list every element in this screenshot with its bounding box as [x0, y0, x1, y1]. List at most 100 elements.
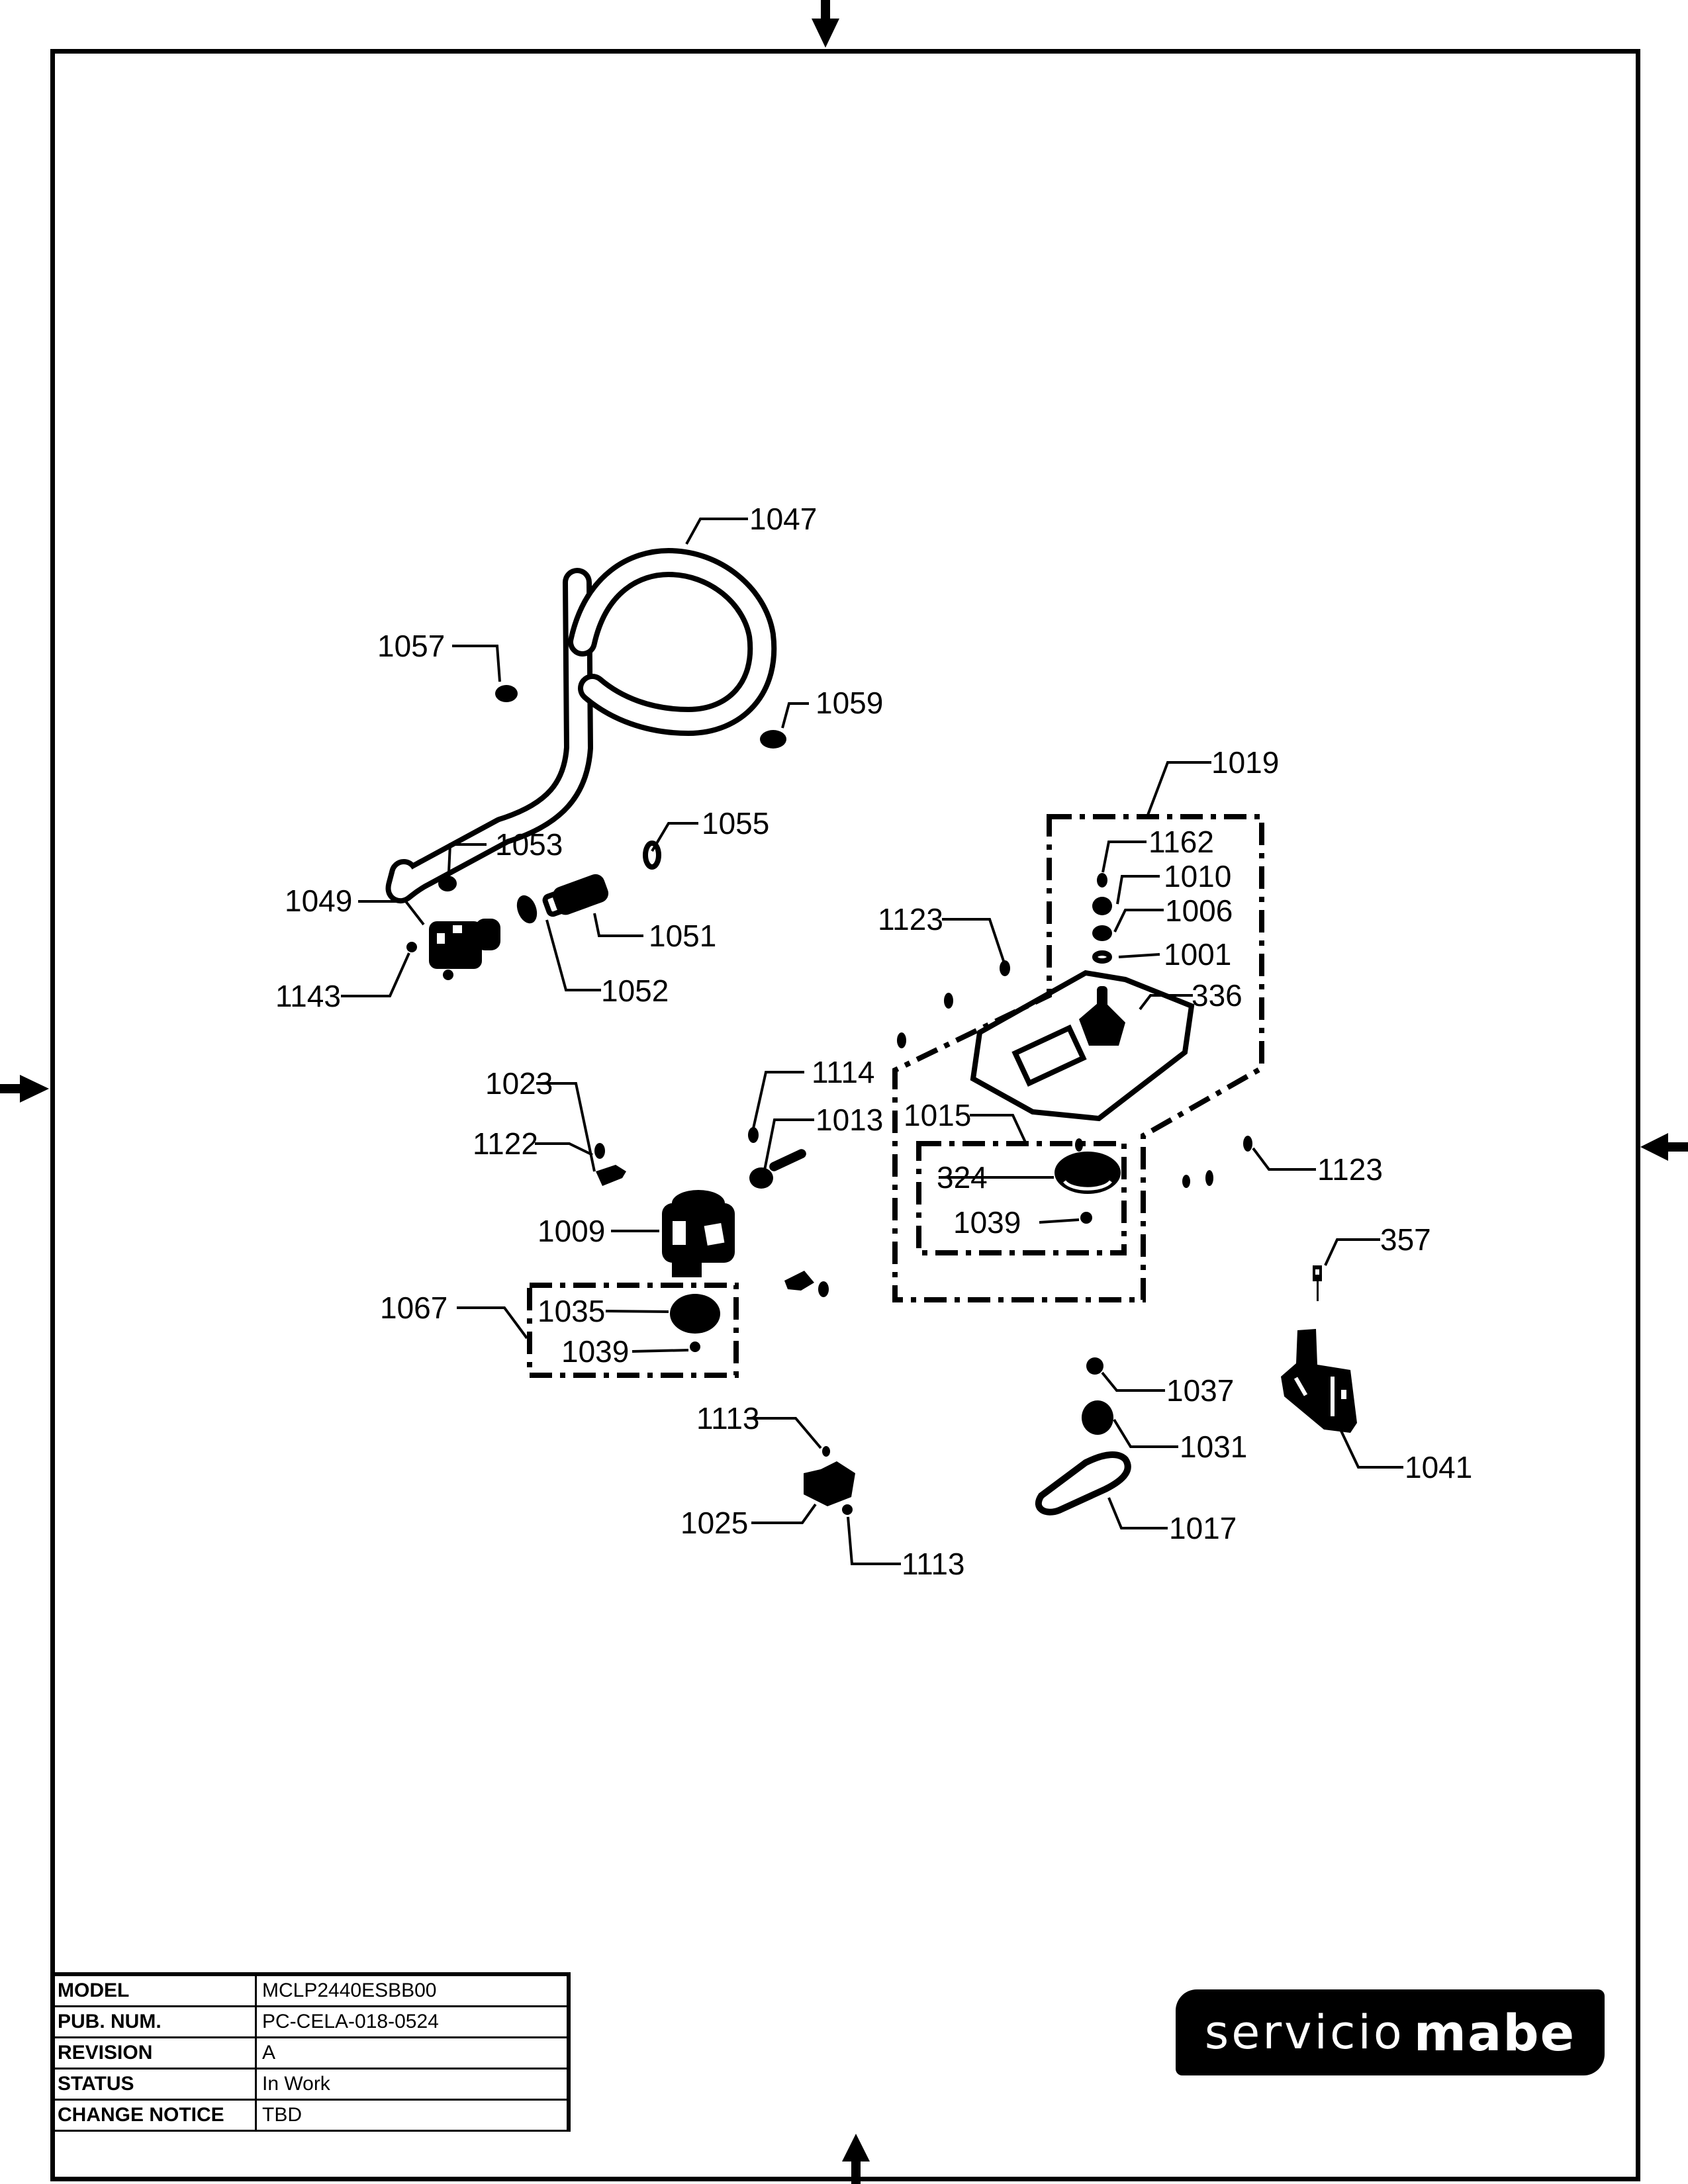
- motor-pulley-part: [670, 1294, 720, 1334]
- registration-mark-top: [812, 0, 839, 48]
- title-block-key: MODEL: [50, 1973, 257, 2007]
- bracket-large-part: [1281, 1329, 1357, 1433]
- callout-1025: 1025: [680, 1506, 748, 1540]
- motor-pulley-kit-box: [527, 1283, 739, 1378]
- nut-part: [1092, 897, 1112, 915]
- callout-1049: 1049: [285, 884, 352, 918]
- drain-hose-part: [385, 548, 777, 903]
- callout-1052: 1052: [601, 974, 669, 1008]
- registration-mark-bottom: [842, 2134, 870, 2184]
- pump-part: [804, 1446, 855, 1515]
- title-block-value: In Work: [255, 2068, 570, 2101]
- callout-1035: 1035: [538, 1294, 605, 1328]
- transmission-part: [970, 970, 1195, 1122]
- nut-part: [1080, 1212, 1092, 1224]
- switch-part: [1313, 1265, 1322, 1301]
- title-block-value: MCLP2440ESBB00: [255, 1973, 570, 2007]
- title-block-key: CHANGE NOTICE: [50, 2099, 257, 2132]
- screw-part: [1000, 960, 1010, 976]
- callout-labels: 1047 1057 1059 1053 1055 1049 1051 1143 …: [275, 502, 1472, 1581]
- callout-1122: 1122: [473, 1126, 538, 1161]
- screw-part: [748, 1127, 759, 1143]
- screw-part: [1205, 1170, 1213, 1186]
- screw-part: [443, 970, 453, 980]
- pulley-kit-box: [916, 1141, 1127, 1255]
- title-block-value: A: [255, 2036, 570, 2070]
- servicio-mabe-logo: servicio mabe: [1176, 1989, 1605, 2075]
- bracket-part: [596, 1165, 626, 1186]
- callout-1041: 1041: [1405, 1450, 1472, 1484]
- screw-part: [1243, 1136, 1252, 1152]
- pulley-part: [1055, 1152, 1121, 1194]
- callout-1019: 1019: [1211, 745, 1279, 780]
- title-block: MODEL MCLP2440ESBB00 PUB. NUM. PC-CELA-0…: [50, 1972, 571, 2132]
- seal-ring-part: [1092, 950, 1112, 964]
- washer-part: [1092, 925, 1112, 941]
- callout-1162: 1162: [1149, 825, 1214, 859]
- screw-part: [944, 993, 953, 1009]
- callout-324: 324: [937, 1160, 988, 1195]
- belt-part: [1035, 1451, 1131, 1516]
- drawing-frame: [50, 49, 1640, 2181]
- title-block-row: CHANGE NOTICE TBD: [50, 2099, 570, 2132]
- callout-1047: 1047: [749, 502, 817, 536]
- callout-1057: 1057: [377, 629, 445, 663]
- screw-part: [818, 1281, 829, 1297]
- title-block-key: REVISION: [50, 2036, 257, 2070]
- clutch-part: [1082, 1400, 1113, 1435]
- title-block-value: PC-CELA-018-0524: [255, 2005, 570, 2038]
- actuator-part: [749, 1149, 806, 1189]
- seal-part: [516, 895, 538, 924]
- motor-part: [662, 1190, 735, 1277]
- callout-1051: 1051: [649, 919, 716, 953]
- callout-1039-upper: 1039: [953, 1205, 1021, 1240]
- callout-1001: 1001: [1164, 937, 1231, 972]
- callout-1123-upper: 1123: [878, 902, 943, 936]
- hose-clip-part: [495, 685, 518, 702]
- star-clip-part: [760, 730, 786, 749]
- screw-part: [406, 942, 417, 952]
- callout-1113-lower: 1113: [902, 1547, 965, 1581]
- title-block-row: MODEL MCLP2440ESBB00: [50, 1973, 570, 2007]
- title-block-key: STATUS: [50, 2068, 257, 2101]
- title-block-row: REVISION A: [50, 2036, 570, 2070]
- registration-mark-right: [1640, 1133, 1688, 1161]
- callout-1123-lower: 1123: [1317, 1152, 1383, 1187]
- callout-1055: 1055: [702, 806, 769, 841]
- screw-part: [1075, 1138, 1083, 1152]
- registration-mark-left: [0, 1075, 49, 1103]
- callout-1053: 1053: [495, 827, 563, 862]
- title-block-value: TBD: [255, 2099, 570, 2132]
- bolt-part: [1097, 873, 1107, 887]
- nut-part: [690, 1342, 700, 1352]
- callout-1013: 1013: [816, 1103, 883, 1137]
- callout-1010: 1010: [1164, 859, 1231, 893]
- callout-1037: 1037: [1166, 1373, 1234, 1408]
- callout-1023: 1023: [485, 1066, 553, 1101]
- callout-1031: 1031: [1180, 1430, 1247, 1464]
- screw-part: [1182, 1175, 1190, 1188]
- leader-lines: [341, 518, 1403, 1565]
- callout-1067: 1067: [380, 1291, 447, 1325]
- callout-1017: 1017: [1169, 1511, 1237, 1545]
- title-block-key: PUB. NUM.: [50, 2005, 257, 2038]
- title-block-row: STATUS In Work: [50, 2068, 570, 2101]
- callout-1039-lower: 1039: [561, 1334, 629, 1369]
- callout-1009: 1009: [538, 1214, 605, 1248]
- callout-1113-upper: 1113: [696, 1401, 760, 1435]
- connector-hose-part: [542, 874, 609, 917]
- screw-part: [897, 1032, 906, 1048]
- logo-text-light: servicio: [1204, 2005, 1405, 2060]
- logo-text-bold: mabe: [1413, 2003, 1576, 2062]
- callout-357: 357: [1380, 1222, 1431, 1257]
- drain-pump-part: [429, 919, 500, 969]
- callout-1006: 1006: [1165, 893, 1233, 928]
- callout-1114: 1114: [812, 1055, 875, 1089]
- title-block-row: PUB. NUM. PC-CELA-018-0524: [50, 2005, 570, 2038]
- callout-336: 336: [1192, 978, 1243, 1013]
- screw-part: [594, 1143, 605, 1159]
- bracket-part: [784, 1271, 814, 1291]
- cap-part: [1086, 1357, 1103, 1375]
- callout-1143: 1143: [275, 979, 341, 1013]
